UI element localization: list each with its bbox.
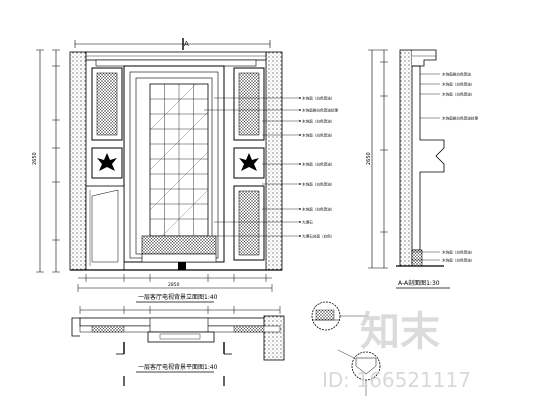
elevation-height-dim: 2650 — [32, 152, 38, 165]
section-marker-label: A — [184, 40, 189, 48]
watermark-brand: 知末 — [360, 309, 440, 355]
elevation-view: A 2650 — [32, 38, 283, 303]
left-ornament — [97, 153, 117, 171]
watermark-id: ID: 166521117 — [322, 368, 471, 392]
section-view: 2650 木饰面刷白色混油 木饰面（白色混油） 木饰面（白色混油） 木饰面刷白色… — [366, 49, 478, 289]
detail-bubbles — [311, 301, 381, 396]
callout-left-0: 木饰面（白色混油） — [302, 96, 334, 101]
callout-left-4: 木饰面（白色混油） — [302, 162, 334, 167]
section-title: A-A剖面图1:30 — [398, 279, 440, 287]
plan-view: 一层客厅电视背景平面图1:40 — [71, 306, 285, 386]
tv-cabinet — [141, 235, 217, 255]
callout-left-7: 大理石 — [302, 220, 313, 225]
callout-left-2: 木饰面（白色混油） — [302, 119, 334, 124]
callout-left-5: 木饰面（白色混油） — [302, 182, 334, 187]
callout-left-6: 木饰面（白色混油） — [302, 207, 334, 212]
callout-right-2: 木饰面（白色混油） — [442, 92, 474, 97]
section-height-dim: 2650 — [366, 152, 372, 165]
right-wall — [265, 51, 283, 271]
plan-section-markers — [116, 342, 232, 355]
watermark: 知末 ID: 166521117 — [322, 309, 471, 392]
section-wall — [399, 49, 413, 267]
elevation-title: 一层客厅电视背景立面图1:40 — [138, 293, 218, 301]
right-ornament — [239, 153, 259, 171]
callout-right-1: 木饰面（白色混油） — [442, 82, 474, 87]
callout-left-3: 木饰面（白色混油） — [302, 133, 334, 138]
callout-right-3: 木饰面刷白色混油处理 — [442, 116, 478, 121]
plan-title: 一层客厅电视背景平面图1:40 — [138, 363, 218, 371]
callout-right-0: 木饰面刷白色混油 — [442, 72, 471, 77]
callout-left-1: 木饰面刷白色混油处理 — [302, 108, 338, 113]
left-lower-door — [85, 185, 125, 271]
left-wall — [69, 51, 87, 271]
callout-right-5: 木饰面（白色混油） — [442, 258, 474, 263]
section-marker-top: A — [182, 38, 189, 50]
callout-left-8: 大理石台面（白色） — [302, 234, 334, 239]
callouts-left-group: 木饰面（白色混油） 木饰面刷白色混油处理 木饰面（白色混油） 木饰面（白色混油）… — [204, 96, 338, 239]
elevation-width-dim: 2850 — [168, 282, 180, 288]
callout-right-4: 木饰面（白色混油） — [442, 250, 474, 255]
